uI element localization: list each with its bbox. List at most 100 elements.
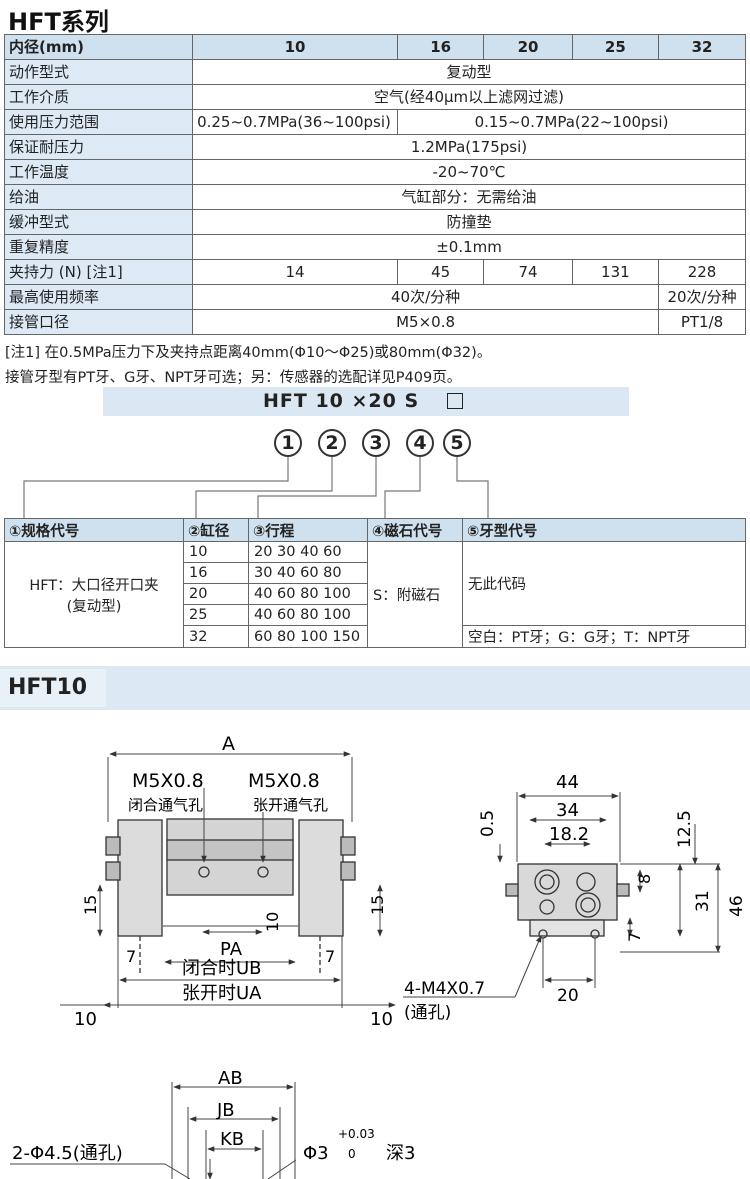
magnet-cell: S：附磁石 [367,541,463,648]
dim-m5-left: M5X0.8 [132,770,204,792]
dim-m5-right: M5X0.8 [248,770,320,792]
row-value: 20次/分种 [658,284,746,310]
section-bar: HFT10 [0,666,750,710]
row-value: PT1/8 [658,309,746,335]
front-dimensions [60,751,396,1008]
header-spec-code: ①规格代号 [4,518,184,542]
dim-20: 20 [557,986,579,1006]
side-view [505,863,630,939]
bore-cell: 25 [183,604,249,626]
row-label: 使用压力范围 [3,109,194,135]
header-32: 32 [658,34,746,60]
row-label: 重复精度 [3,234,194,260]
spec-code-sub: (复动型) [66,598,122,615]
row-value: 14 [192,259,399,285]
dim-15-right: 15 [368,895,387,915]
stroke-cell: 40 60 80 100 [248,604,368,626]
spec-table: 内径(mm) 10 16 20 25 32 动作型式 复动型 工作介质 空气(经… [3,34,746,335]
row-value: 1.2MPa(175psi) [192,134,746,160]
dim-7-side: 7 [625,932,644,942]
table-row: 动作型式 复动型 [3,59,746,85]
header-10: 10 [192,34,399,60]
header-stroke: ③行程 [248,518,368,542]
dim-31: 31 [693,890,713,912]
open-port-label: 张开通气孔 [253,796,328,814]
stroke-cell: 60 80 100 150 [248,625,368,648]
thread-none-cell: 无此代码 [462,541,746,626]
dim-a: A [222,733,235,755]
dim-46: 46 [727,895,747,917]
section-title: HFT10 [0,669,106,707]
bore-cell: 32 [183,625,249,648]
header-16: 16 [397,34,485,60]
dim-10-left: 10 [74,1009,97,1030]
dim-8: 8 [635,874,654,884]
dim-tol-plus: +0.03 [338,1127,375,1141]
dim-depth: 深3 [386,1143,415,1164]
stroke-cell: 30 40 60 80 [248,562,368,584]
bore-cell: 16 [183,562,249,584]
order-code: HFT 10 ×20 S [263,390,420,412]
row-label: 接管口径 [3,309,194,335]
marker-leader-lines [23,457,489,518]
header-bore: 内径(mm) [3,34,194,60]
row-label: 夹持力 (N) [注1] [3,259,194,285]
row-label: 缓冲型式 [3,209,194,235]
thread-note: 接管牙型有PT牙、G牙、NPT牙可选；另：传感器的选配详见P409页。 [5,370,462,386]
table-row: 使用压力范围 0.25~0.7MPa(36~100psi) 0.15~0.7MP… [3,109,746,135]
marker-5: 5 [443,429,471,457]
marker-1: 1 [274,429,302,457]
dim-7-left: 7 [126,947,136,966]
close-port-label: 闭合通气孔 [128,796,203,814]
spec-code-cell: HFT：大口径开口夹 (复动型) [4,541,184,648]
table-row: HFT：大口径开口夹 (复动型) 10 20 30 40 60 S：附磁石 无此… [4,541,746,648]
marker-2: 2 [318,429,346,457]
row-value: 131 [571,259,660,285]
hft10-drawing: A M5X0.8 M5X0.8 闭合通气孔 张开通气孔 15 15 PA 10 … [10,733,747,1179]
table-row: 夹持力 (N) [注1] 14 45 74 131 228 [3,259,746,285]
dim-0-5: 0.5 [478,810,498,837]
table-row: 工作介质 空气(经40μm以上滤网过滤) [3,84,746,110]
dim-15-left: 15 [81,895,100,915]
order-code-bar: HFT 10 ×20 S [103,387,629,416]
header-bore: ②缸径 [183,518,249,542]
dim-18-2: 18.2 [549,824,589,845]
row-label: 保证耐压力 [3,134,194,160]
footnote: [注1] 在0.5MPa压力下及夹持点距离40mm(Φ10～Φ25)或80mm(… [5,345,492,361]
page-title: HFT系列 [8,8,109,36]
dim-kb: KB [220,1129,244,1150]
table-row: 缓冲型式 防撞垫 [3,209,746,235]
table-row: 最高使用频率 40次/分种 20次/分种 [3,284,746,310]
dim-ub-text: 闭合时UB [182,958,262,979]
dim-tol-zero: 0 [348,1147,356,1161]
row-value: M5×0.8 [192,309,660,335]
dim-ab: AB [218,1068,243,1089]
front-view [105,818,356,976]
table-row: 接管口径 M5×0.8 PT1/8 [3,309,746,335]
dim-ua: 张开时UA [182,983,262,1004]
dim-jb: JB [216,1100,235,1121]
thread-code-box [447,393,463,409]
side-dimensions [403,792,721,998]
table-row: 32 60 80 100 150 空白：PT牙；G：G牙；T：NPT牙 [5,625,746,648]
header-20: 20 [483,34,573,60]
marker-3: 3 [362,429,390,457]
thread-options-cell: 空白：PT牙；G：G牙；T：NPT牙 [462,625,746,648]
table-row: 16 30 40 60 80 [5,562,746,584]
table-header-row: ①规格代号 ②缸径 ③行程 ④磁石代号 ⑤牙型代号 [4,518,746,542]
order-code-table: ①规格代号 ②缸径 ③行程 ④磁石代号 ⑤牙型代号 HFT：大口径开口夹 (复动… [4,518,746,648]
marker-4: 4 [406,429,434,457]
dim-pin: Φ3 [303,1143,329,1164]
bottom-view [10,1082,297,1179]
table-row: 25 40 60 80 100 [5,604,746,626]
header-magnet: ④磁石代号 [367,518,463,542]
dim-44: 44 [556,772,579,793]
stroke-cell: 40 60 80 100 [248,583,368,605]
dim-12-5: 12.5 [675,810,695,848]
header-thread: ⑤牙型代号 [462,518,746,542]
table-header-row: 内径(mm) 10 16 20 25 32 [3,34,746,60]
bore-cell: 20 [183,583,249,605]
dim-7-right: 7 [325,947,335,966]
row-label: 动作型式 [3,59,194,85]
dim-pa: PA [220,939,243,960]
